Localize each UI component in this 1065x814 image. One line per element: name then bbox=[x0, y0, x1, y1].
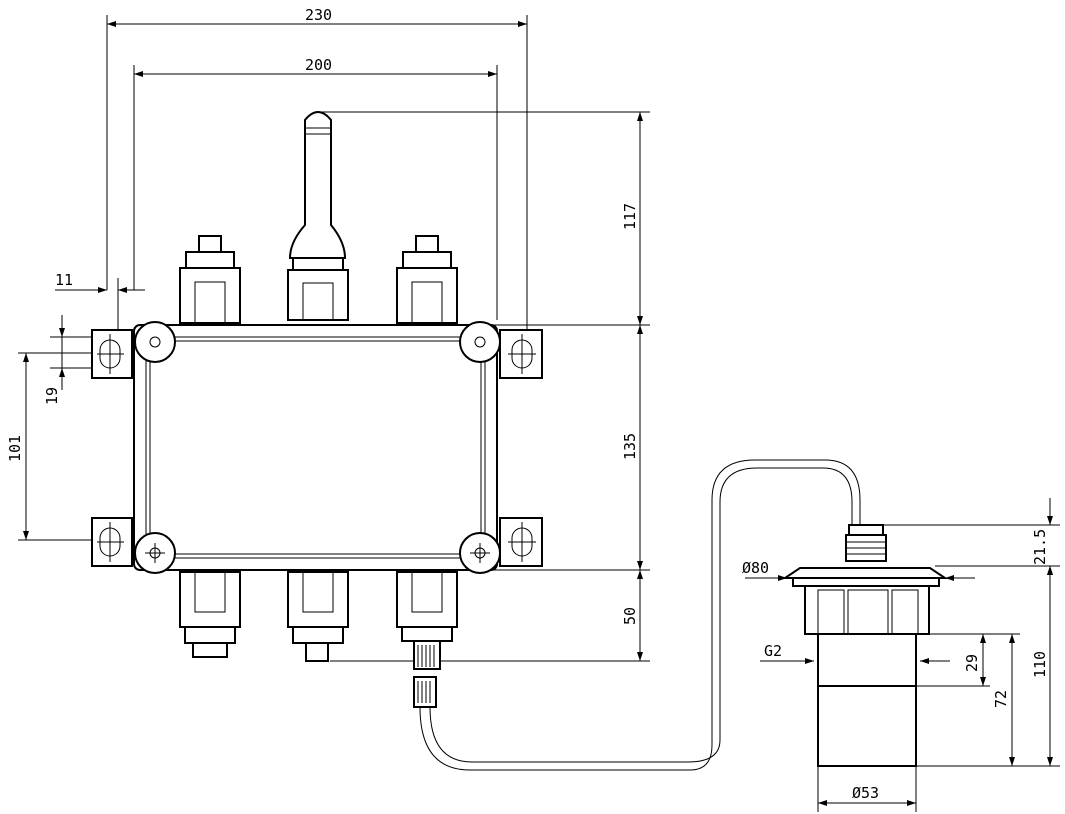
dim-body-dia: Ø53 bbox=[817, 766, 917, 812]
dim-label-50: 50 bbox=[621, 607, 639, 625]
dim-thread: G2 bbox=[760, 642, 950, 664]
dim-sensor-height: 110 bbox=[1031, 566, 1053, 766]
dim-label-dia53: Ø53 bbox=[852, 784, 879, 802]
bottom-connector-left bbox=[179, 571, 241, 658]
dim-label-29: 29 bbox=[963, 654, 981, 672]
dim-label-dia80: Ø80 bbox=[742, 559, 769, 577]
dim-label-200: 200 bbox=[305, 56, 332, 74]
dim-label-110: 110 bbox=[1031, 651, 1049, 678]
dim-thread-length: 29 bbox=[916, 633, 1020, 687]
dim-label-19: 19 bbox=[43, 387, 61, 405]
bottom-connector-middle bbox=[287, 571, 349, 662]
junction-box bbox=[91, 321, 543, 574]
top-connector-right bbox=[396, 235, 458, 324]
dim-label-72: 72 bbox=[992, 690, 1010, 708]
dim-label-135: 135 bbox=[621, 433, 639, 460]
antenna bbox=[287, 111, 349, 321]
dim-label-230: 230 bbox=[305, 6, 332, 24]
dim-label-g2: G2 bbox=[764, 642, 782, 660]
dim-cable-gland: 21.5 bbox=[870, 498, 1060, 595]
sensor-cable bbox=[419, 459, 861, 771]
dim-label-11: 11 bbox=[55, 271, 73, 289]
dim-bottom-connector: 50 bbox=[330, 570, 650, 662]
dim-flange-dia: Ø80 bbox=[742, 559, 975, 581]
dim-box-width: 200 bbox=[133, 56, 498, 320]
ultrasonic-sensor bbox=[781, 524, 949, 767]
bottom-connector-right bbox=[396, 571, 458, 708]
dim-antenna-height: 117 bbox=[318, 111, 650, 325]
dim-label-101: 101 bbox=[6, 435, 24, 462]
dim-hole-spacing: 101 bbox=[6, 352, 112, 541]
top-connector-left bbox=[179, 235, 241, 324]
dim-box-height: 135 bbox=[460, 324, 650, 571]
dim-sensor-lower: 72 bbox=[916, 634, 1060, 767]
dim-label-21-5: 21.5 bbox=[1031, 529, 1049, 565]
dim-label-117: 117 bbox=[621, 203, 639, 230]
dim-overall-width: 230 bbox=[106, 6, 528, 330]
